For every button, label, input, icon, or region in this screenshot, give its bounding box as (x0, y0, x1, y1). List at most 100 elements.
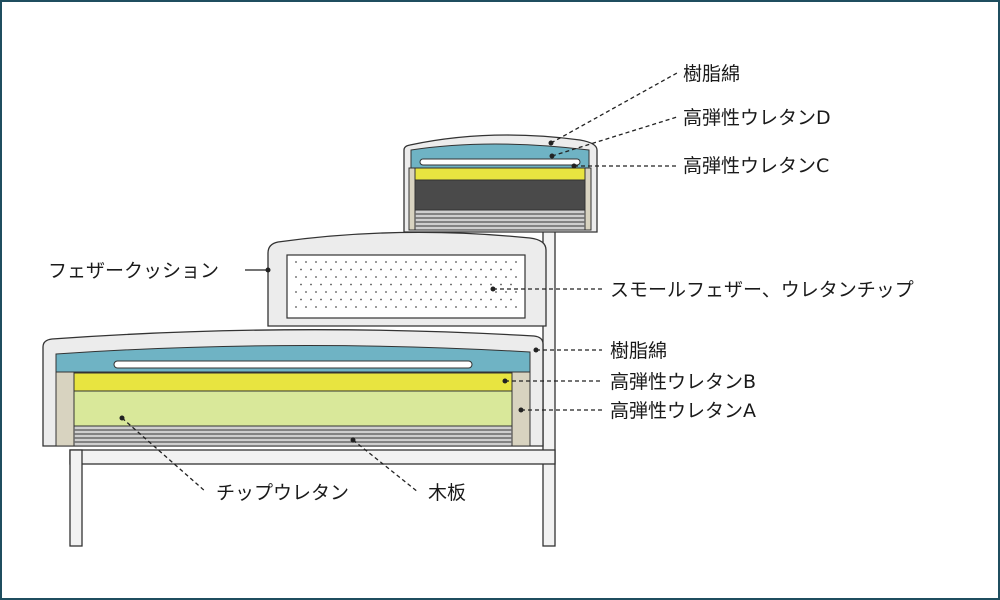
feather-dot (365, 261, 367, 263)
feather-dot (450, 268, 452, 271)
feather-dot (465, 276, 467, 278)
feather-dot (485, 276, 487, 278)
back-hr-urethane-c (414, 167, 586, 181)
feather-dot (335, 306, 337, 308)
feather-dot (380, 283, 382, 286)
feather-dot (405, 276, 407, 278)
feather-dot (450, 283, 452, 286)
feather-dot (410, 283, 412, 286)
feather-dot (305, 261, 307, 263)
feather-dot (415, 276, 417, 278)
feather-dot (490, 298, 492, 301)
feather-dot (470, 283, 472, 286)
feather-dot (345, 306, 347, 308)
feather-dot (310, 268, 312, 271)
feather-dot (390, 298, 392, 301)
feather-dot (475, 291, 477, 293)
feather-dot (515, 276, 517, 278)
feather-dot (340, 298, 342, 301)
label-chip-urethane: チップウレタン (216, 482, 349, 504)
feather-dot (375, 291, 377, 293)
feather-dot (325, 306, 327, 308)
feather-dot (295, 261, 297, 263)
feather-dot (315, 261, 317, 263)
feather-dot (510, 298, 512, 301)
feather-dot (345, 261, 347, 263)
feather-dot (495, 291, 497, 293)
label-seat-hr-urethane-a: 高弾性ウレタンA (610, 400, 756, 422)
feather-dot (390, 283, 392, 286)
feather-dot (480, 268, 482, 271)
feather-dot (400, 298, 402, 301)
feather-dot (370, 298, 372, 301)
feather-dot (465, 306, 467, 308)
feather-dot (385, 261, 387, 263)
feather-dot (395, 306, 397, 308)
feather-dot (430, 283, 432, 286)
feather-dot (475, 276, 477, 278)
feather-dot (305, 306, 307, 308)
feather-dot (430, 268, 432, 271)
label-top-hr-urethane-d: 高弾性ウレタンD (683, 107, 831, 129)
leader-lines (119, 72, 678, 493)
label-seat-hr-urethane-b: 高弾性ウレタンB (610, 371, 756, 393)
feather-dot (460, 298, 462, 301)
feather-dot (390, 268, 392, 271)
feather-dot (425, 306, 427, 308)
feather-dot (500, 298, 502, 301)
feather-dot (515, 291, 517, 293)
back-cushion (403, 134, 598, 233)
feather-dot (445, 306, 447, 308)
feather-dot (495, 276, 497, 278)
feather-dot (320, 298, 322, 301)
sofa-legs (69, 227, 556, 547)
feather-dot (440, 283, 442, 286)
feather-dot (340, 268, 342, 271)
feather-dot (320, 268, 322, 271)
feather-dot (510, 268, 512, 271)
feather-dot (405, 291, 407, 293)
feather-dot (455, 291, 457, 293)
feather-dot (415, 291, 417, 293)
feather-dot (485, 261, 487, 263)
feather-dot (495, 306, 497, 308)
labels: 樹脂綿 高弾性ウレタンD 高弾性ウレタンC フェザークッション スモールフェザー… (48, 63, 914, 504)
seat-wood-board (73, 425, 513, 447)
feather-dot (440, 298, 442, 301)
feather-cushion (267, 231, 547, 327)
feather-dot (310, 298, 312, 301)
feather-dot (350, 298, 352, 301)
feather-dot (370, 268, 372, 271)
feather-dot (340, 283, 342, 286)
feather-dot (300, 298, 302, 301)
feather-dot (325, 291, 327, 293)
feather-dot (385, 276, 387, 278)
feather-dot (465, 261, 467, 263)
feather-dot (345, 291, 347, 293)
feather-dot (380, 298, 382, 301)
feather-dot (335, 276, 337, 278)
feather-dot (410, 298, 412, 301)
feather-dot (460, 268, 462, 271)
feather-dot (315, 306, 317, 308)
feather-dot (515, 306, 517, 308)
feather-chip-fill (286, 254, 526, 319)
feather-dot (505, 261, 507, 263)
feather-dot (435, 276, 437, 278)
feather-dot (485, 291, 487, 293)
feather-dot (455, 306, 457, 308)
feather-dot (360, 298, 362, 301)
feather-dot (410, 268, 412, 271)
feather-dot (405, 306, 407, 308)
feather-dot (510, 283, 512, 286)
feather-dot (375, 261, 377, 263)
feather-dot (315, 276, 317, 278)
feather-dot (455, 276, 457, 278)
feather-dot (485, 306, 487, 308)
feather-dot (355, 276, 357, 278)
seat-cushion (42, 329, 544, 447)
feather-dot (385, 291, 387, 293)
label-top-resin-cotton: 樹脂綿 (683, 63, 740, 85)
